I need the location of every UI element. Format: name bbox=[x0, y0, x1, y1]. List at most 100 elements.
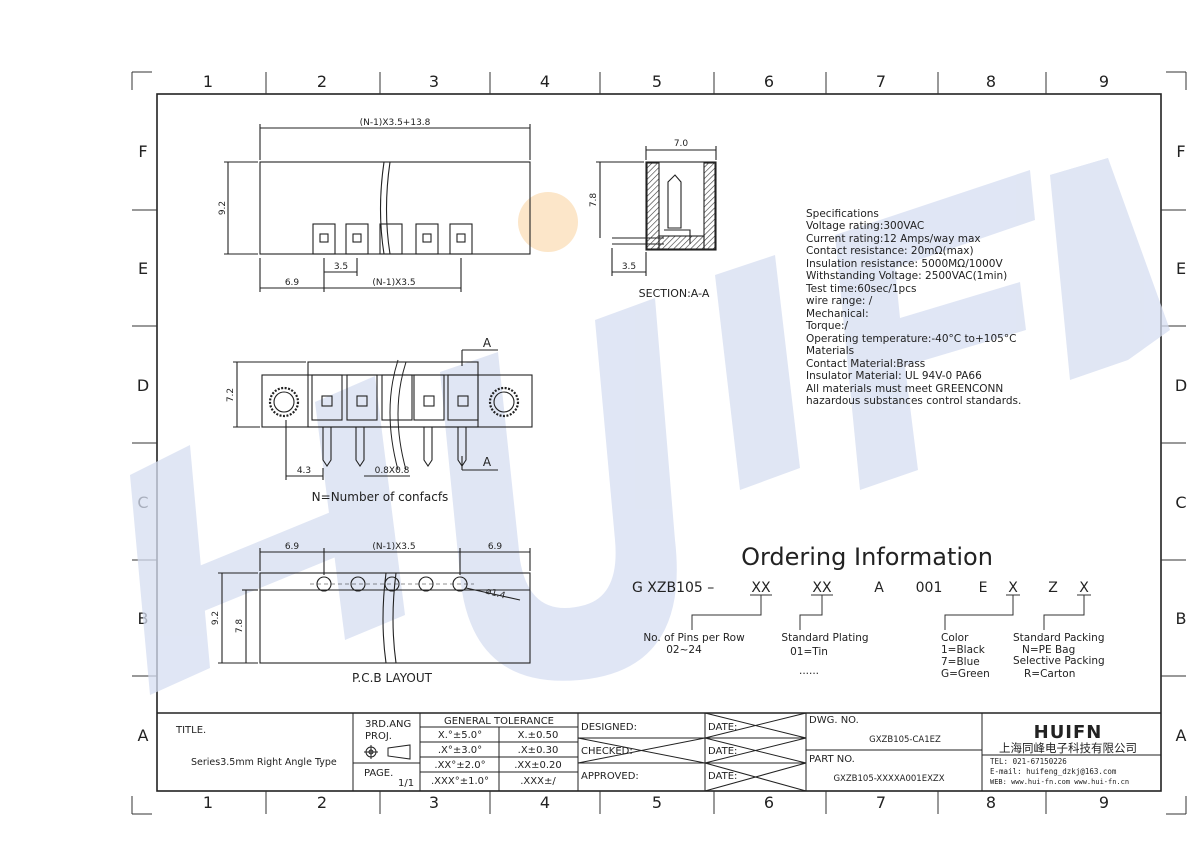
dim-pin-size: 0.8X0.8 bbox=[375, 466, 410, 476]
color-option: 1=Black bbox=[941, 644, 986, 656]
ordering-information: Ordering Information G XZB105 – XX XX A … bbox=[632, 543, 1105, 680]
code-packing: X bbox=[1079, 580, 1089, 596]
code-a: A bbox=[874, 580, 884, 596]
row-label-right: C bbox=[1175, 493, 1186, 512]
row-label-right: B bbox=[1176, 609, 1187, 628]
company-tel: TEL: 021-67150226 bbox=[990, 757, 1067, 766]
dim-pcb-inner-height: 7.8 bbox=[235, 619, 245, 634]
designed-label: DESIGNED: bbox=[581, 722, 637, 733]
col-label-bottom: 7 bbox=[876, 793, 886, 812]
dim-side-height: 7.2 bbox=[226, 388, 236, 402]
pins-value: 02~24 bbox=[666, 644, 702, 656]
dim-pitch: 3.5 bbox=[334, 262, 348, 272]
col-label-bottom: 8 bbox=[986, 793, 996, 812]
dim-height: 9.2 bbox=[218, 201, 228, 215]
dim-section-width: 7.0 bbox=[674, 139, 689, 149]
col-label-bottom: 1 bbox=[203, 793, 213, 812]
col-label-bottom: 2 bbox=[317, 793, 327, 812]
spec-line: Specifications bbox=[806, 208, 879, 220]
ordering-title: Ordering Information bbox=[741, 543, 993, 571]
company-email: E-mail: huifeng_dzkj@163.com bbox=[990, 767, 1117, 776]
projection-label: 3RD.ANG bbox=[365, 719, 411, 730]
color-option: G=Green bbox=[941, 668, 990, 680]
col-label-bottom: 9 bbox=[1099, 793, 1109, 812]
spec-line: Withstanding Voltage: 2500VAC(1min) bbox=[806, 270, 1007, 282]
row-label-left: A bbox=[138, 726, 149, 745]
dim-pcb-left: 6.9 bbox=[285, 542, 300, 552]
drawing-number: GXZB105-CA1EZ bbox=[869, 735, 941, 745]
row-label-right: E bbox=[1176, 259, 1186, 278]
watermark-dot bbox=[518, 192, 578, 252]
side-view bbox=[233, 349, 533, 480]
outer-frame bbox=[131, 71, 1187, 815]
color-option: 7=Blue bbox=[941, 656, 980, 668]
col-label-top: 4 bbox=[540, 72, 550, 91]
spec-line: Insulator Material: UL 94V-0 PA66 bbox=[806, 370, 982, 382]
code-plating: XX bbox=[812, 580, 832, 596]
row-label-right: F bbox=[1176, 142, 1185, 161]
dim-span: (N-1)X3.5 bbox=[372, 278, 415, 288]
specifications: Specifications Voltage rating:300VAC Cur… bbox=[805, 208, 1021, 407]
row-label-left: E bbox=[138, 259, 148, 278]
section-marker-bottom: A bbox=[483, 455, 492, 469]
tolerance-linear: .XX±0.20 bbox=[514, 760, 562, 771]
section-caption: SECTION:A-A bbox=[639, 287, 710, 300]
spec-line: Materials bbox=[806, 345, 854, 357]
dim-total-length: (N-1)X3.5+13.8 bbox=[360, 118, 431, 128]
section-view bbox=[596, 146, 717, 276]
packing-standard: N=PE Bag bbox=[1022, 644, 1075, 656]
section-marker-top: A bbox=[483, 336, 492, 350]
spec-line: Voltage rating:300VAC bbox=[806, 220, 924, 232]
date-label: DATE: bbox=[708, 722, 737, 733]
title-value: Series3.5mm Right Angle Type bbox=[191, 757, 337, 768]
spec-line: Contact Material:Brass bbox=[806, 358, 925, 370]
dim-pcb-span: (N-1)X3.5 bbox=[372, 542, 415, 552]
company-logo: HUIFN bbox=[1034, 722, 1103, 743]
spec-line: Mechanical: bbox=[806, 308, 869, 320]
code-e: E bbox=[979, 580, 988, 596]
spec-line: All materials must meet GREENCONN bbox=[806, 383, 1003, 395]
code-z: Z bbox=[1048, 580, 1058, 596]
dim-pcb-right: 6.9 bbox=[488, 542, 503, 552]
spec-line: Insulation resistance: 5000MΩ/1000V bbox=[806, 258, 1003, 270]
col-label-bottom: 5 bbox=[652, 793, 662, 812]
approved-label: APPROVED: bbox=[581, 771, 639, 782]
tolerance-linear: .XXX±/ bbox=[520, 776, 556, 787]
code-001: 001 bbox=[916, 580, 943, 596]
col-label-top: 7 bbox=[876, 72, 886, 91]
col-label-top: 3 bbox=[429, 72, 439, 91]
tolerance-header: GENERAL TOLERANCE bbox=[444, 716, 554, 727]
spec-line: Torque:/ bbox=[805, 320, 849, 332]
page-label: PAGE. bbox=[364, 768, 393, 779]
front-view-dims: (N-1)X3.5+13.8 9.2 6.9 3.5 (N-1)X3.5 bbox=[218, 118, 431, 288]
color-label: Color bbox=[941, 632, 969, 644]
row-label-left: B bbox=[138, 609, 149, 628]
tolerance-angle: .XXX°±1.0° bbox=[431, 776, 489, 787]
spec-line: wire range: / bbox=[806, 295, 873, 307]
part-number-label: PART NO. bbox=[809, 754, 855, 765]
col-label-top: 5 bbox=[652, 72, 662, 91]
title-label: TITLE. bbox=[175, 725, 206, 736]
title-block bbox=[157, 712, 1161, 792]
dim-left-offset: 6.9 bbox=[285, 278, 300, 288]
grid-labels: 1 2 3 4 5 6 7 8 9 1 2 3 4 5 6 7 8 9 F E … bbox=[137, 72, 1187, 812]
col-label-bottom: 3 bbox=[429, 793, 439, 812]
row-label-left: F bbox=[138, 142, 147, 161]
col-label-top: 6 bbox=[764, 72, 774, 91]
spec-line: Contact resistance: 20mΩ(max) bbox=[806, 245, 974, 257]
col-label-bottom: 6 bbox=[764, 793, 774, 812]
tolerance-angle: .X°±3.0° bbox=[438, 745, 482, 756]
dim-section-offset: 3.5 bbox=[622, 262, 636, 272]
date-label: DATE: bbox=[708, 746, 737, 757]
dim-pcb-outer-height: 9.2 bbox=[211, 611, 221, 625]
row-label-right: A bbox=[1176, 726, 1187, 745]
col-label-top: 2 bbox=[317, 72, 327, 91]
packing-label: Standard Packing bbox=[1013, 632, 1105, 644]
drawing-number-label: DWG. NO. bbox=[809, 715, 859, 726]
side-view-caption: N=Number of confacfs bbox=[312, 490, 449, 504]
packing-selective-label: Selective Packing bbox=[1013, 655, 1105, 667]
packing-selective: R=Carton bbox=[1024, 668, 1075, 680]
side-view-dims: 7.2 A A 4.3 0.8X0.8 N=Number of confacfs bbox=[226, 336, 492, 504]
plating-value: 01=Tin bbox=[790, 646, 828, 658]
